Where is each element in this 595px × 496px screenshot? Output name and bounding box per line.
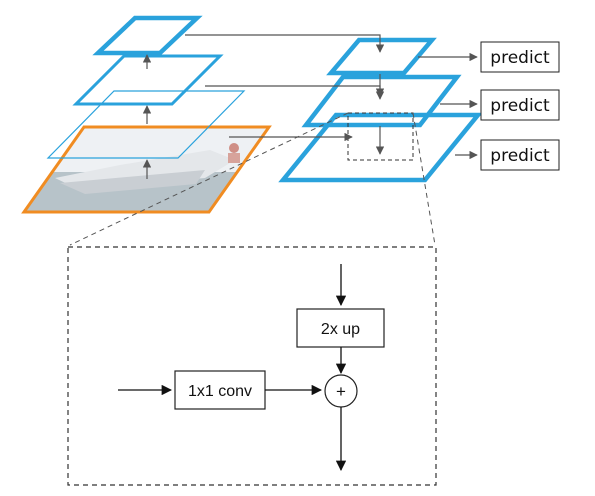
predict-box-3 [480,139,560,171]
top-down-level-medium [301,74,462,128]
top-down-level-small [326,37,437,76]
detail-panel: 2x up 1x1 conv + [67,246,437,486]
input-image [24,127,269,212]
zoom-connectors [69,112,436,246]
predict-outputs: predict predict predict [418,41,560,171]
lateral-connection-top [185,34,385,53]
photo-person [229,143,239,153]
upsample-box [296,308,385,348]
predict-label-2: predict [490,96,550,116]
lateral-connections [185,34,385,142]
bottom-up-level-3 [72,54,224,106]
photo-boat-hull [60,170,205,194]
predict-label-3: predict [490,146,550,166]
photo-person-body [228,153,240,163]
detail-frame [67,246,437,486]
bottom-up-level-4 [92,15,203,56]
upsample-label: 2x up [321,321,360,338]
conv-label: 1x1 conv [188,383,252,400]
bottom-up-level-2 [46,90,246,159]
bottom-up-pathway [21,15,272,214]
zoom-connector-right [412,112,436,246]
predict-box-1 [480,41,560,73]
predict-box-2 [480,89,560,121]
input-image-border [21,125,272,214]
sum-symbol: + [336,382,346,401]
top-down-pathway [278,37,483,183]
zoom-connector-left [69,112,349,246]
predict-label-1: predict [490,48,550,68]
lateral-connection-middle [205,85,385,100]
